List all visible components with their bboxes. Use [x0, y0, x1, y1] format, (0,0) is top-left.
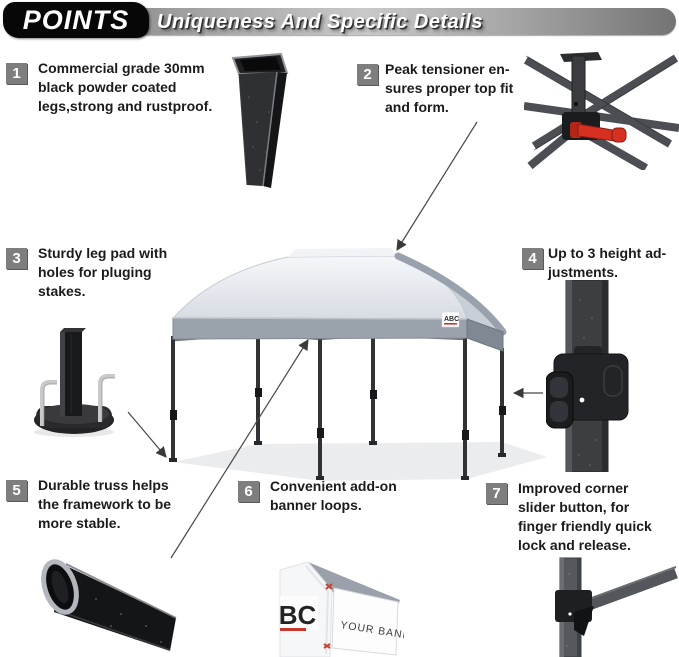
feature-3-text: Sturdy leg pad with holes for pluging st… [38, 245, 168, 299]
leg-collars [170, 388, 506, 440]
feature-2-number: 2 [357, 64, 378, 85]
leg-pad-illustration [34, 328, 115, 437]
feature-1-text: Commercial grade 30mm black powder coate… [38, 60, 213, 114]
feature-5-text: Durable truss helps the framework to be … [38, 477, 172, 531]
feature-4-text: Up to 3 height ad- justments. [548, 245, 667, 280]
roof-hip-band [394, 252, 507, 336]
valance-front [172, 317, 468, 340]
height-slider-illustration [546, 280, 629, 472]
red-lever [570, 122, 627, 143]
feature-4-number: 4 [522, 248, 543, 269]
feature-3-number: 3 [6, 248, 27, 269]
feature-5-number: 5 [6, 480, 27, 501]
points-banner: POINTS [3, 2, 149, 38]
valance-right [466, 318, 504, 352]
feature-2-text: Peak tensioner en- sures proper top fit … [385, 61, 514, 115]
brand-label: ABC [441, 311, 460, 328]
peak-tensioner-illustration [524, 52, 679, 170]
feature-7-text: Improved corner slider button, for finge… [518, 480, 652, 553]
leg-tube-illustration [231, 52, 289, 188]
points-label: POINTS [22, 4, 130, 35]
banner-loops-illustration: ABC YOUR BANNER [276, 561, 404, 657]
canopy-tent-illustration: ABC [169, 248, 547, 481]
banner-loop-marks [323, 583, 333, 649]
feature-1-number: 1 [6, 63, 27, 84]
ground-shadow [173, 442, 547, 481]
header-title: Uniqueness And Specific Details [157, 11, 483, 33]
arrow-peak-tensioner [396, 121, 478, 251]
header-gradient-bar [55, 8, 676, 35]
corner-slider-illustration [555, 557, 678, 657]
feature-7-number: 7 [486, 483, 507, 504]
svg-text:ABC: ABC [444, 316, 459, 323]
roof-right-slope [398, 256, 503, 332]
truss-tube-illustration [41, 559, 177, 651]
partial-logo-text: ABC [276, 600, 317, 630]
